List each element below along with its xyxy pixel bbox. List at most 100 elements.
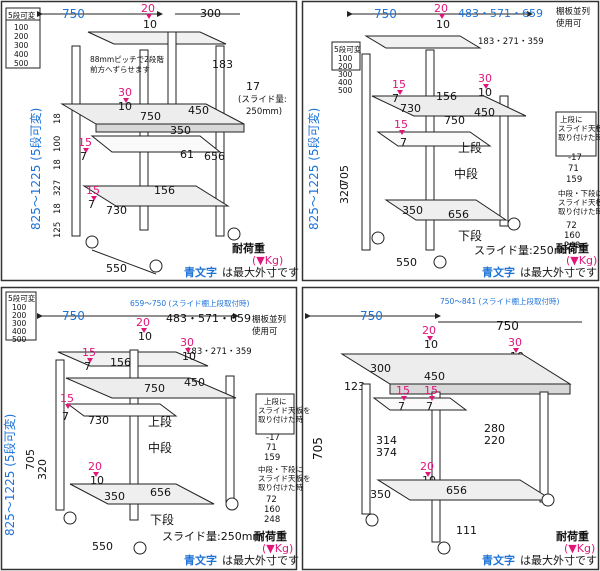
load-b: 15: [82, 346, 96, 359]
dim-156: 156: [154, 184, 175, 197]
panel-4: 750 750〜841 (スライド棚上段取付時) 750 20 10 30 10…: [305, 296, 597, 567]
note-upper-val: 71: [568, 164, 579, 174]
level-item: 500: [12, 335, 27, 344]
panel-frame-3: [0, 286, 298, 571]
dim-730: 730: [400, 102, 421, 115]
dim-v-100: 100: [53, 136, 63, 152]
dim-17: 17: [246, 80, 260, 93]
load-d-val: 7: [62, 410, 69, 423]
note-upper: 上段に: [264, 396, 287, 406]
dim-v-327: 327: [53, 180, 63, 196]
shelf-note: 棚板並列: [252, 314, 286, 325]
dim-320: 320: [36, 459, 49, 480]
dim-656: 656: [446, 484, 467, 497]
dim-350: 350: [170, 124, 191, 137]
dim-320: 320: [338, 183, 351, 204]
note-upper-3: 取り付けた時: [558, 132, 600, 142]
footnote-blue: 青文字: [184, 553, 217, 567]
dim-705: 705: [24, 449, 37, 470]
label-middle: 中段: [148, 440, 172, 455]
levels-header: 5段可変: [334, 44, 362, 54]
load-c: 30: [180, 336, 194, 349]
note-upper-val: 159: [566, 175, 582, 185]
dim-vertical-range: 825〜1225 (5段可変): [2, 414, 17, 536]
level-item: 100: [14, 23, 29, 32]
note-mid-val: 248: [264, 515, 280, 525]
load-d-val: 7: [426, 400, 433, 413]
note-upper-val: 159: [264, 453, 280, 463]
dim-v-18: 18: [53, 159, 63, 170]
panel-1: 5段可変 100 200 300 400 500 750 20 10 300 8…: [5, 2, 299, 279]
dim-450: 450: [184, 376, 205, 389]
level-item: 500: [338, 86, 353, 95]
note-mid-val: 248: [564, 241, 580, 251]
dim-750: 750: [140, 110, 161, 123]
load-left-val: 7: [80, 150, 87, 163]
load-title: 耐荷重: [556, 529, 589, 543]
load-c: 15: [394, 118, 408, 131]
note-mid-val: 72: [266, 495, 277, 505]
slide-label: スライド量:250mm: [474, 244, 575, 257]
dim-111: 111: [456, 524, 477, 537]
load-title: 耐荷重: [232, 241, 265, 255]
dim-123: 123: [344, 380, 365, 393]
dim-183: 183・271・359: [478, 37, 544, 47]
dim-61: 61: [180, 148, 194, 161]
dim-656: 656: [204, 150, 225, 163]
shelf-note-2: 使用可: [556, 18, 582, 29]
footnote-rest: は最大外寸です: [520, 265, 597, 279]
load-c-val: 7: [400, 136, 407, 149]
dim-450: 450: [424, 370, 445, 383]
dim-730: 730: [88, 414, 109, 427]
note-upper-val: -17: [266, 433, 280, 443]
note-mid-val: 72: [566, 221, 577, 231]
label-middle: 中段: [454, 166, 478, 181]
note-upper-2: スライド天板を: [258, 405, 311, 415]
load-e: 20: [88, 460, 102, 473]
dim-656: 656: [150, 486, 171, 499]
dim-top-range: 659〜750 (スライド棚上段取付時): [130, 298, 249, 308]
load-b: 30: [478, 72, 492, 85]
load-unit: (▼Kg): [252, 254, 283, 267]
panel-frame-4: [301, 286, 600, 571]
label-upper: 上段: [458, 140, 482, 155]
level-item: 500: [14, 59, 29, 68]
dim-550: 550: [92, 540, 113, 553]
level-item: 200: [14, 32, 29, 41]
dim-top-width: 750: [62, 7, 85, 21]
load-left: 15: [78, 136, 92, 149]
dim-350: 350: [370, 488, 391, 501]
level-item: 200: [12, 311, 27, 320]
footnote-blue: 青文字: [184, 265, 217, 279]
note-mid-2: スライド天板を: [258, 473, 311, 483]
footnote-rest: は最大外寸です: [222, 265, 299, 279]
dim-top-width: 750: [62, 309, 85, 323]
load-d: 15: [424, 384, 438, 397]
note-mid-1: 中段・下段に: [558, 188, 600, 198]
load-a: 20: [422, 324, 436, 337]
note-mid-3: 取り付けた時: [258, 482, 303, 492]
load-mid: 30: [118, 86, 132, 99]
levels-header: 5段可変: [8, 293, 36, 303]
dim-156: 156: [110, 356, 131, 369]
dim-300: 300: [370, 362, 391, 375]
dim-280: 280: [484, 422, 505, 435]
dim-156: 156: [436, 90, 457, 103]
dim-374: 374: [376, 446, 397, 459]
load-low-val: 7: [88, 198, 95, 211]
level-item: 300: [12, 319, 27, 328]
dim-vertical-range: 825〜1225 (5段可変): [306, 108, 321, 230]
note-mid-val: 160: [564, 231, 580, 241]
dim-vertical-range: 825〜1225 (5段可変): [28, 108, 43, 230]
load-b-val: 10: [478, 86, 492, 99]
dim-750: 750: [444, 114, 465, 127]
dim-top-depth: 183: [212, 58, 233, 71]
level-item: 100: [12, 303, 27, 312]
shelf-note-2: 使用可: [252, 326, 278, 337]
level-item: 400: [338, 78, 353, 87]
dim-450: 450: [474, 106, 495, 119]
note-upper-2: スライド天板を: [558, 123, 600, 133]
load-low: 15: [86, 184, 100, 197]
dim-top-inner: 750: [496, 319, 519, 333]
load-e: 20: [420, 460, 434, 473]
